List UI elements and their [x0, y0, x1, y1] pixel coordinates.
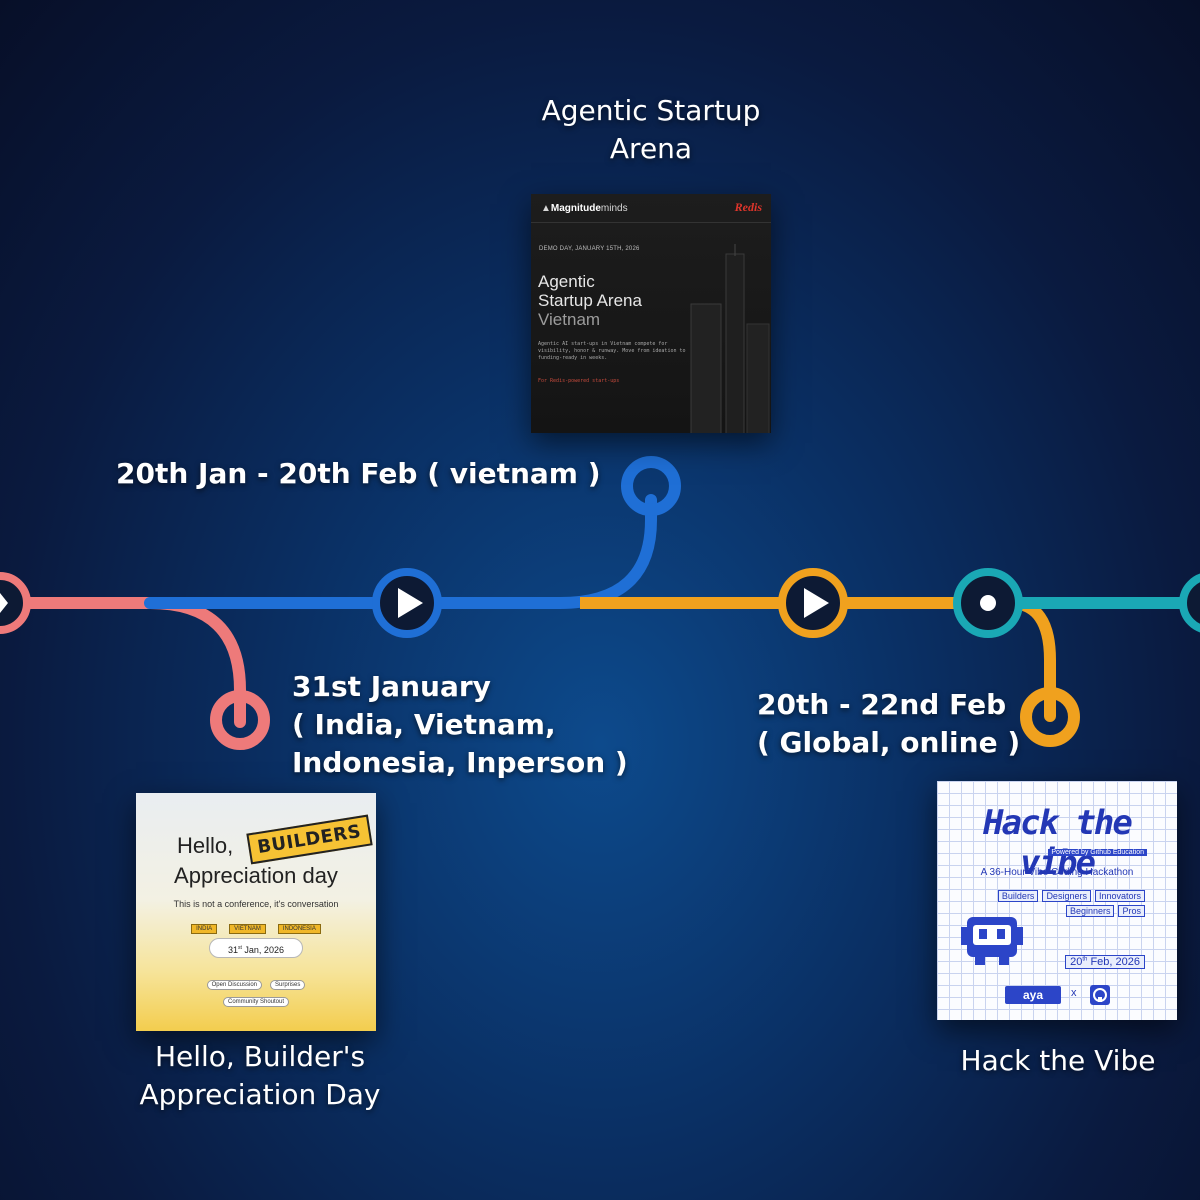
hello-poster-date: 31st Jan, 2026	[209, 938, 303, 958]
right-edge-node[interactable]	[1179, 573, 1200, 633]
aya-logo: aya	[1005, 986, 1061, 1004]
hack-poster-date: 20th Feb, 2026	[1065, 955, 1145, 969]
hello-date-rest: Jan, 2026	[241, 945, 284, 955]
arena-title: Agentic Startup Arena	[541, 94, 761, 165]
hack-date: 20th - 22nd Feb ( Global, online )	[757, 688, 1021, 759]
hello-tagline: This is not a conference, it's conversat…	[173, 899, 339, 909]
arena-poster-footer: For Redis-powered start-ups	[538, 378, 620, 384]
hello-title: Hello, Builder's Appreciation Day	[139, 1040, 381, 1111]
robot-icon	[961, 917, 1023, 965]
poster-divider	[531, 222, 771, 223]
country-chip: VIETNAM	[229, 924, 266, 934]
pink-line	[0, 597, 246, 728]
magnitude-suffix: minds	[600, 203, 628, 214]
hello-date-suffix: st	[238, 945, 242, 951]
feature-pill: Surprises	[270, 980, 306, 990]
hello-date-day: 31	[228, 945, 239, 955]
feature-pill: Open Discussion	[206, 980, 262, 990]
country-chip: INDIA	[191, 924, 218, 934]
hack-poster[interactable]: Hack the vibe Powered by Github Educatio…	[937, 781, 1177, 1020]
arena-poster-line2: Startup Arena	[538, 291, 642, 310]
audience-tag: Builders	[997, 890, 1039, 902]
feature-pill: Community Shoutout	[222, 997, 290, 1007]
audience-tag: Beginners	[1065, 905, 1115, 917]
blue-line	[144, 494, 657, 609]
hack-poster-subtitle: A 36-Hour Vibe Coding Hackathon	[980, 867, 1134, 878]
hack-date-suffix: th	[1082, 956, 1088, 963]
play-node-blue[interactable]	[372, 568, 442, 638]
github-education-badge: Powered by Github Education	[1048, 849, 1147, 856]
magnitude-brand: Magnitude	[550, 203, 601, 214]
audience-tag: Designers	[1042, 890, 1091, 902]
country-chip: INDONESIA	[277, 924, 321, 934]
hack-date-rest: Feb, 2026	[1087, 956, 1140, 968]
github-icon	[1090, 985, 1110, 1005]
hello-pills-row1: Open Discussion Surprises	[136, 973, 376, 991]
skyline-graphic	[690, 244, 770, 433]
hack-title: Hack the Vibe	[960, 1044, 1156, 1077]
hello-word: Hello,	[177, 833, 234, 858]
audience-tag: Pros	[1118, 905, 1145, 917]
hello-date: 31st January ( India, Vietnam, Indonesia…	[292, 670, 628, 779]
arena-poster[interactable]: ▲Magnitudeminds Redis DEMO DAY, JANUARY …	[531, 194, 771, 433]
audience-tag: Innovators	[1094, 890, 1145, 902]
hello-ring	[210, 690, 270, 750]
dot-node-teal[interactable]	[953, 568, 1023, 638]
hello-pills-row2: Community Shoutout	[136, 990, 376, 1008]
arena-ring	[621, 456, 681, 516]
country-chips: INDIA VIETNAM INDONESIA	[136, 917, 376, 935]
arena-poster-description: Agentic AI start-ups in Vietnam compete …	[538, 341, 686, 361]
arena-date: 20th Jan - 20th Feb ( vietnam )	[116, 457, 601, 490]
builders-badge: BUILDERS	[246, 814, 373, 865]
appreciation-day-text: Appreciation day	[174, 863, 338, 888]
hack-date-day: 20	[1070, 956, 1083, 968]
arena-poster-line3: Vietnam	[538, 310, 601, 329]
left-edge-node[interactable]	[0, 572, 31, 634]
collab-x: x	[1071, 987, 1077, 999]
redis-logo: Redis	[734, 200, 762, 214]
hello-poster[interactable]: Hello, BUILDERS Appreciation day This is…	[136, 793, 376, 1031]
hack-ring	[1020, 687, 1080, 747]
magnitude-logo: ▲Magnitudeminds	[541, 203, 628, 214]
demo-day-text: DEMO DAY, JANUARY 15TH, 2026	[539, 246, 640, 252]
play-node-orange[interactable]	[778, 568, 848, 638]
arena-poster-line1: Agentic	[538, 272, 595, 291]
